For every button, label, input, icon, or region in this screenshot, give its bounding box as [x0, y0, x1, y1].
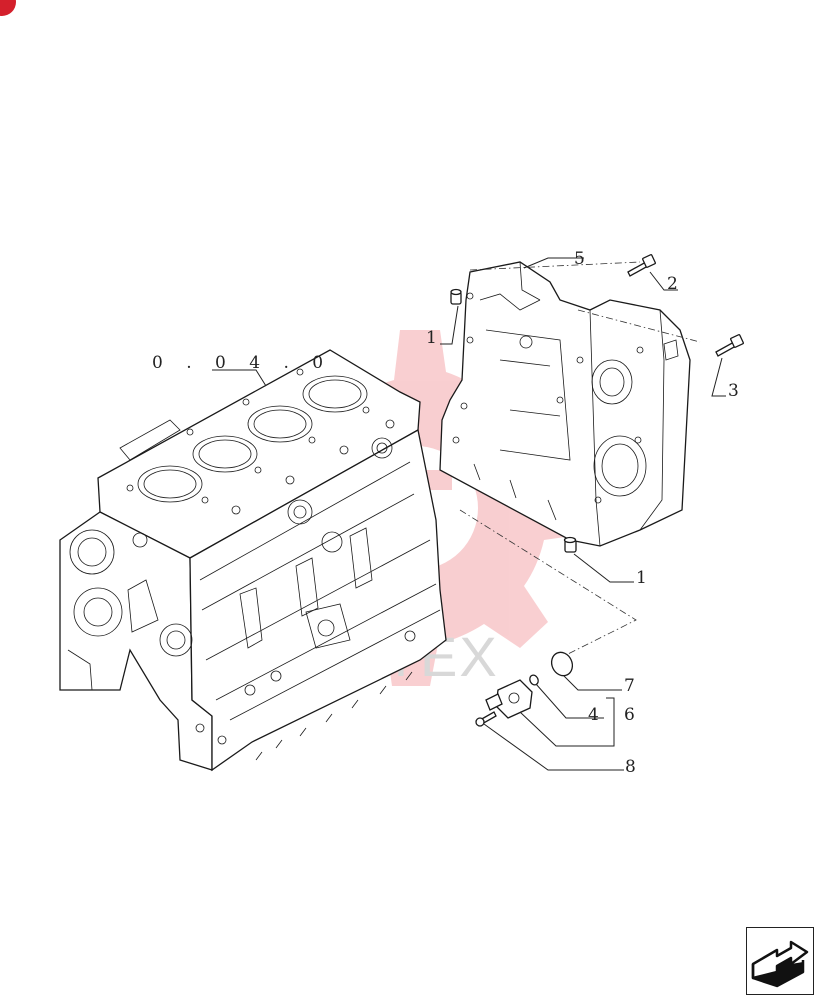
alignment-line	[577, 309, 701, 343]
reference-leader	[212, 369, 267, 387]
callout-7: 7	[624, 676, 635, 696]
leader-1-upper	[440, 305, 459, 345]
bolt-2	[627, 254, 656, 277]
bolt-3	[715, 334, 744, 357]
leader-4	[535, 683, 604, 719]
next-page-arrow-icon	[751, 940, 809, 988]
alignment-line	[459, 509, 637, 661]
next-page-button[interactable]	[746, 927, 814, 995]
leader-5	[523, 257, 584, 269]
callout-8: 8	[625, 757, 636, 777]
callout-1-upper: 1	[426, 328, 437, 348]
callout-6: 6	[624, 705, 635, 725]
callout-3: 3	[728, 381, 739, 401]
callout-1-lower: 1	[636, 568, 647, 588]
leader-8	[483, 723, 624, 771]
sensor-4	[485, 679, 533, 719]
dowel-upper	[450, 288, 462, 305]
reference-label: 0 . 0 4 . 0	[152, 353, 332, 373]
leader-7	[563, 675, 622, 691]
callout-4: 4	[588, 705, 599, 725]
engine-block	[59, 349, 447, 772]
dowel-lower	[563, 536, 577, 553]
leader-1-lower	[573, 553, 634, 583]
timing-cover	[439, 261, 691, 547]
alignment-line	[469, 261, 641, 271]
leader-6	[519, 697, 615, 747]
screw-8	[475, 711, 497, 727]
o-ring-7	[550, 651, 574, 677]
callout-2: 2	[667, 274, 678, 294]
o-ring-small	[529, 674, 539, 686]
leader-2	[649, 271, 678, 291]
leader-3	[711, 357, 726, 397]
callout-5: 5	[574, 249, 585, 269]
